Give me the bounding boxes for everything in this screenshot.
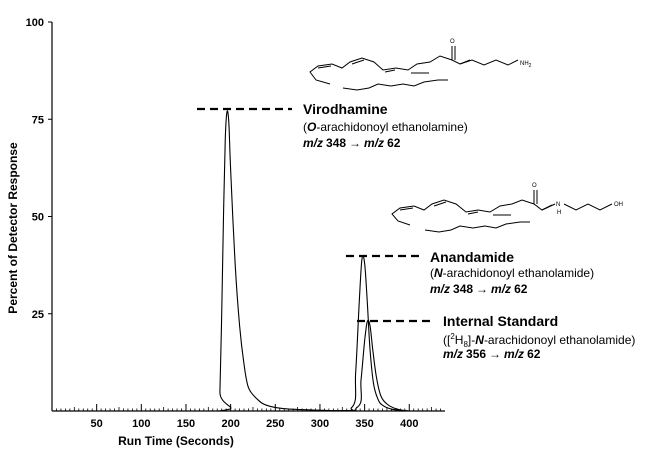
- x-tick-label: 250: [266, 418, 284, 430]
- y-tick-label: 25: [32, 309, 44, 321]
- x-tick-label: 200: [221, 418, 239, 430]
- structure-anandamide-oxygen: O: [532, 183, 537, 189]
- series-internal-standard-trace: [51, 319, 445, 412]
- series-virodhamine-trace: [51, 110, 445, 412]
- annotation-virodhamine-subtitle: (O-arachidonoyl ethanolamine): [303, 120, 468, 134]
- x-tick-label: 400: [400, 418, 418, 430]
- x-tick-label: 100: [132, 418, 150, 430]
- annotation-internal-standard-subtitle: ([2H8]-N-arachidonoyl ethanolamide): [443, 332, 635, 349]
- y-tick-label: 50: [32, 212, 44, 224]
- y-tick-label: 100: [26, 17, 44, 29]
- structure-anandamide: [391, 190, 613, 233]
- x-tick-label: 150: [177, 418, 195, 430]
- annotation-internal-standard-name: Internal Standard: [443, 313, 558, 329]
- x-tick-label: 50: [91, 418, 103, 430]
- y-axis-title: Percent of Detector Response: [6, 142, 20, 314]
- annotation-virodhamine-name: Virodhamine: [303, 101, 388, 117]
- structure-anandamide-nitrogen: N: [556, 202, 560, 208]
- x-ticks: 50 100 150 200 250 300 350 400: [91, 404, 418, 430]
- x-tick-label: 350: [355, 418, 373, 430]
- x-tick-label: 300: [311, 418, 329, 430]
- annotation-anandamide-name: Anandamide: [430, 249, 514, 265]
- annotation-anandamide-subtitle: (N-arachidonoyl ethanolamide): [430, 266, 594, 280]
- structure-virodhamine-amine: NH2: [520, 61, 532, 69]
- structure-virodhamine-oxygen: O: [450, 39, 455, 45]
- x-axis-title: Run Time (Seconds): [118, 434, 234, 448]
- y-ticks: 25 50 75 100: [26, 17, 52, 321]
- y-tick-label: 75: [32, 114, 44, 126]
- structure-virodhamine: [309, 46, 519, 91]
- structure-anandamide-hydroxyl: OH: [614, 202, 623, 208]
- structure-anandamide-nh: H: [557, 210, 561, 216]
